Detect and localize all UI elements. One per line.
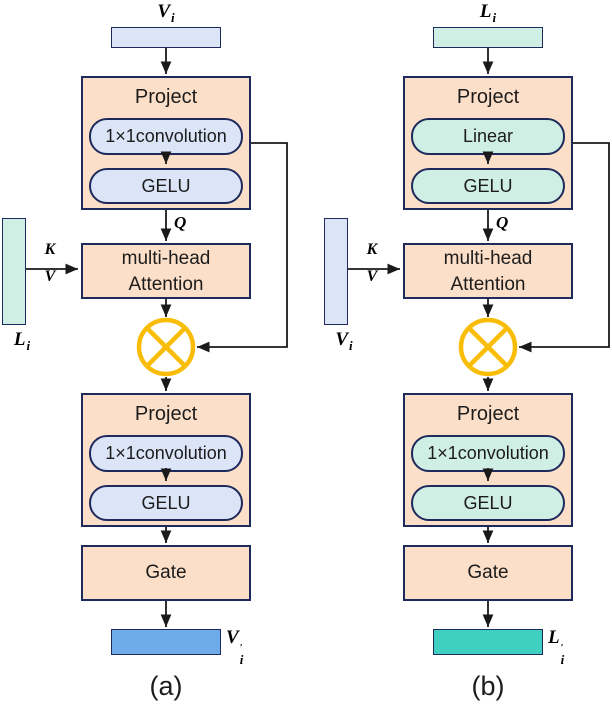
op-pill-label: 1×1convolution [427, 443, 549, 463]
input-tensor-label: Li [438, 0, 538, 30]
input-tensor-rect [111, 27, 221, 48]
output-tensor-rect [433, 629, 543, 655]
math-base: L [479, 1, 492, 22]
panel-caption: (a) [149, 671, 183, 701]
gate-label: Gate [467, 562, 509, 583]
input-tensor-rect [433, 27, 543, 48]
side-input-rect [324, 218, 348, 325]
output-tensor-rect [111, 629, 221, 655]
math-subscript: i [349, 338, 353, 353]
q-label: Q [174, 213, 187, 232]
gelu-pill-label: GELU [463, 492, 513, 513]
math-base: V [157, 1, 171, 22]
op-pill-label: 1×1convolution [105, 126, 227, 146]
attention-box: multi-head Attention [81, 243, 251, 299]
k-label: K [44, 241, 56, 258]
side-input-label: Li [0, 329, 44, 354]
op-pill-label: Linear [462, 126, 514, 146]
attention-line1: multi-head [121, 248, 211, 269]
side-input-rect [2, 218, 26, 325]
op-pill: 1×1convolution [89, 118, 243, 155]
math-base: V [226, 627, 239, 648]
panel-b: Li Project Linear GELU Q multi-head Atte… [322, 0, 612, 708]
panel-a: Vi Project 1×1convolution GELU Q multi-h… [0, 0, 251, 701]
project-title: Project [134, 403, 198, 425]
project-title: Project [456, 86, 520, 108]
v-label: V [44, 268, 56, 285]
project-title: Project [456, 403, 520, 425]
side-input-label: Vi [322, 329, 366, 354]
math-subscript: i [171, 10, 175, 25]
math-subscript: i [560, 652, 565, 667]
gelu-pill: GELU [411, 485, 565, 521]
math-prime: ′ [239, 643, 243, 654]
gelu-pill-label: GELU [141, 175, 191, 196]
gate-box: Gate [403, 545, 573, 601]
project-box-bottom: Project 1×1convolution GELU [403, 393, 573, 527]
op-pill: 1×1convolution [89, 435, 243, 472]
attention-box: multi-head Attention [403, 243, 573, 299]
math-subscript: i [26, 338, 31, 353]
output-tensor-label: L′i [548, 627, 564, 666]
v-label: V [366, 268, 378, 285]
attention-line2: Attention [450, 274, 526, 295]
attention-line1: multi-head [443, 248, 533, 269]
project-box-top: Project Linear GELU [403, 76, 573, 210]
math-base: V [335, 329, 349, 350]
q-label: Q [496, 213, 509, 232]
gelu-pill-label: GELU [141, 492, 191, 513]
attention-line2: Attention [128, 274, 204, 295]
panel-caption: (b) [471, 671, 505, 701]
math-base: L [548, 627, 560, 648]
project-box-top: Project 1×1convolution GELU [81, 76, 251, 210]
gate-box: Gate [81, 545, 251, 601]
math-subscript: i [239, 652, 244, 667]
project-box-bottom: Project 1×1convolution GELU [81, 393, 251, 527]
output-tensor-label: V′i [226, 627, 243, 666]
op-pill-label: 1×1convolution [105, 443, 227, 463]
project-title: Project [134, 86, 198, 108]
gelu-pill: GELU [89, 485, 243, 521]
gelu-pill-label: GELU [463, 175, 513, 196]
op-pill: Linear [411, 118, 565, 155]
math-prime: ′ [560, 643, 564, 654]
k-label: K [366, 241, 378, 258]
math-base: L [13, 329, 26, 350]
gate-label: Gate [145, 562, 187, 583]
gelu-pill: GELU [89, 168, 243, 204]
math-subscript: i [492, 10, 497, 25]
gelu-pill: GELU [411, 168, 565, 204]
input-tensor-label: Vi [116, 0, 216, 30]
op-pill: 1×1convolution [411, 435, 565, 472]
